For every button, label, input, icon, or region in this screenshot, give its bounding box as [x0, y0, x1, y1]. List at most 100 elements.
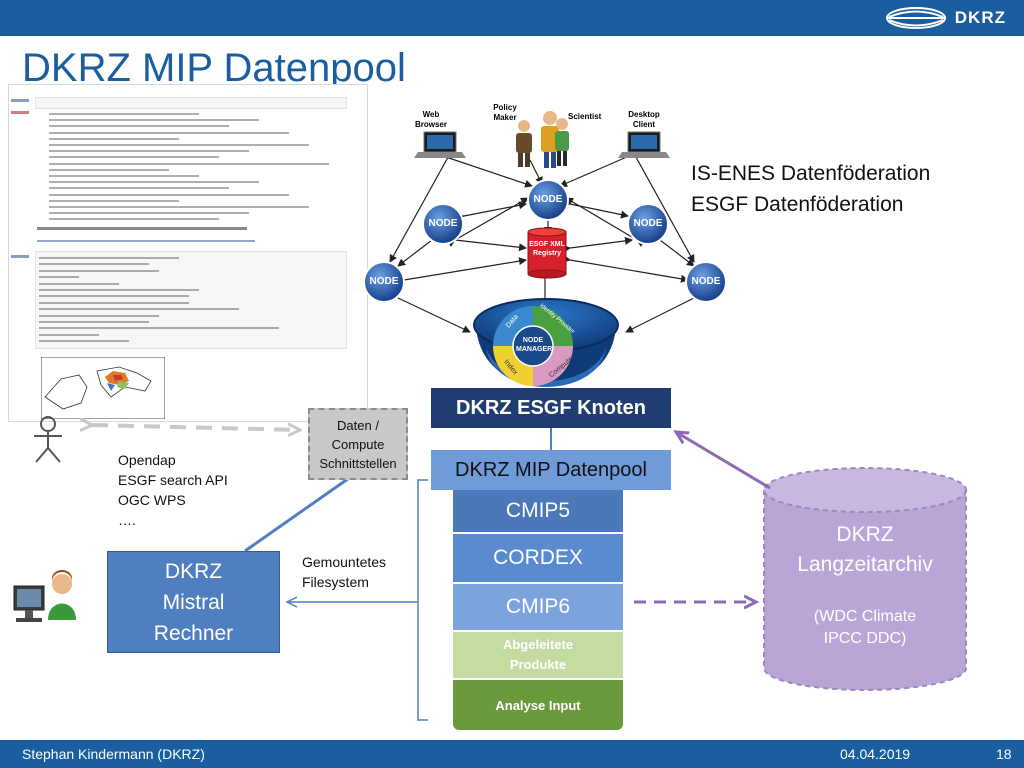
filesystem-bracket [417, 479, 428, 721]
stack-layer-cmip6: CMIP6 [453, 584, 623, 630]
node-label-left: NODE [428, 218, 458, 229]
desktop-client-label: Desktop Client [628, 110, 660, 129]
code-cell [35, 97, 347, 109]
langzeitarchiv-label: DKRZ Langzeitarchiv (WDC Climate IPCC DD… [764, 520, 966, 650]
footer-date: 04.04.2019 [840, 746, 911, 762]
archive-label-line3: (WDC Climate [813, 608, 917, 625]
text-line [39, 340, 129, 343]
text-line [39, 269, 159, 272]
stack-layer-cmip5: CMIP5 [453, 490, 623, 532]
archive-label-line2: Langzeitarchiv [797, 553, 933, 576]
archive-label-line1: DKRZ [836, 523, 894, 546]
node-manager-label: NODE MANAGER [516, 337, 553, 353]
prompt-marker [11, 255, 29, 258]
registry-label: ESGF XML Registry [529, 241, 565, 257]
mount-label-line1: Gemountetes [302, 554, 387, 570]
text-line [49, 144, 309, 146]
text-line [49, 162, 329, 165]
scientist-icon [541, 111, 559, 168]
text-line [49, 156, 219, 159]
node-label-far-left: NODE [369, 276, 399, 287]
text-line [49, 187, 229, 190]
archive-label-line4: IPCC DDC) [823, 630, 907, 647]
dkrz-esgf-knoten-box: DKRZ ESGF Knoten [431, 388, 671, 428]
text-line [49, 175, 199, 177]
protocol-opendap: Opendap [118, 452, 176, 468]
archive-to-knoten-arrow [676, 432, 771, 490]
protocol-more: …. [118, 512, 136, 528]
node-label-top: NODE [533, 194, 563, 205]
mount-label-line2: Filesystem [302, 574, 369, 590]
dkrz-logo: DKRZ [885, 4, 1006, 32]
map-plot [41, 357, 165, 419]
text-line [49, 137, 179, 140]
prompt-marker [11, 111, 29, 114]
heading-line [37, 227, 247, 230]
stack-layer-analyse-input: Analyse Input [453, 680, 623, 730]
text-line [39, 314, 159, 317]
page-title: DKRZ MIP Datenpool [22, 46, 406, 90]
text-line [49, 206, 309, 208]
text-line [49, 125, 229, 128]
scientist-label: Scientist [568, 112, 602, 121]
policy-maker-icon [516, 120, 532, 167]
text-line [39, 257, 179, 259]
user-stick-figure-icon [34, 416, 62, 463]
network-arrows [389, 149, 695, 333]
text-line [49, 193, 289, 196]
text-line [49, 181, 259, 184]
protocol-esgf-search-api: ESGF search API [118, 472, 228, 488]
text-line [39, 289, 199, 291]
text-line [39, 333, 99, 336]
text-line [49, 199, 179, 202]
code-cell [35, 251, 347, 349]
text-line [39, 282, 119, 285]
node-label-right: NODE [633, 218, 663, 229]
stack-layer-abgeleitete-produkte: Abgeleitete Produkte [453, 632, 623, 678]
text-line [49, 168, 169, 171]
mistral-to-interfaces-line [244, 474, 353, 553]
stack-layer-cordex: CORDEX [453, 534, 623, 582]
daten-compute-schnittstellen-box: Daten / Compute Schnittstellen [308, 408, 408, 480]
mistral-label-line3: Rechner [153, 621, 234, 645]
node-circle-right [627, 203, 669, 245]
text-line [39, 295, 189, 298]
prompt-marker [11, 99, 29, 102]
text-line [49, 218, 219, 221]
person-icon [555, 118, 569, 166]
web-browser-label: Web Browser [414, 110, 447, 129]
top-bar [0, 0, 1024, 36]
node-manager-wheel [493, 306, 573, 386]
federation-label-esgf: ESGF Datenföderation [691, 193, 904, 216]
desktop-client-laptop-icon [618, 131, 670, 158]
node-circle-far-left [363, 261, 405, 303]
mistral-label-line1: DKRZ [164, 559, 223, 583]
link-line [37, 240, 255, 242]
text-line [49, 119, 259, 122]
esgf-xml-registry-icon [527, 227, 567, 279]
logo-text: DKRZ [954, 8, 1006, 27]
user-interface-dashed-arrow [92, 425, 300, 430]
node-circle-far-right [685, 261, 727, 303]
dkrz-mistral-rechner-box: DKRZ Mistral Rechner [107, 551, 280, 653]
text-line [39, 263, 149, 266]
mistral-label-line2: Mistral [162, 590, 225, 614]
text-line [39, 308, 239, 311]
text-line [39, 301, 189, 304]
node-label-far-right: NODE [691, 276, 721, 287]
notebook-screenshot [8, 84, 368, 422]
footer-author: Stephan Kindermann (DKRZ) [22, 746, 205, 762]
node-circle-left [422, 203, 464, 245]
text-line [39, 321, 149, 323]
text-line [49, 212, 249, 215]
federation-label-is-enes: IS-ENES Datenföderation [691, 162, 931, 185]
langzeitarchiv-cylinder [763, 467, 967, 691]
text-line [49, 150, 249, 153]
web-browser-laptop-icon [414, 131, 466, 158]
text-line [39, 327, 279, 330]
text-line [49, 131, 289, 134]
text-line [39, 276, 79, 279]
policy-maker-label: Policy Maker [493, 103, 517, 122]
dkrz-mip-datenpool-box: DKRZ MIP Datenpool [431, 450, 671, 490]
